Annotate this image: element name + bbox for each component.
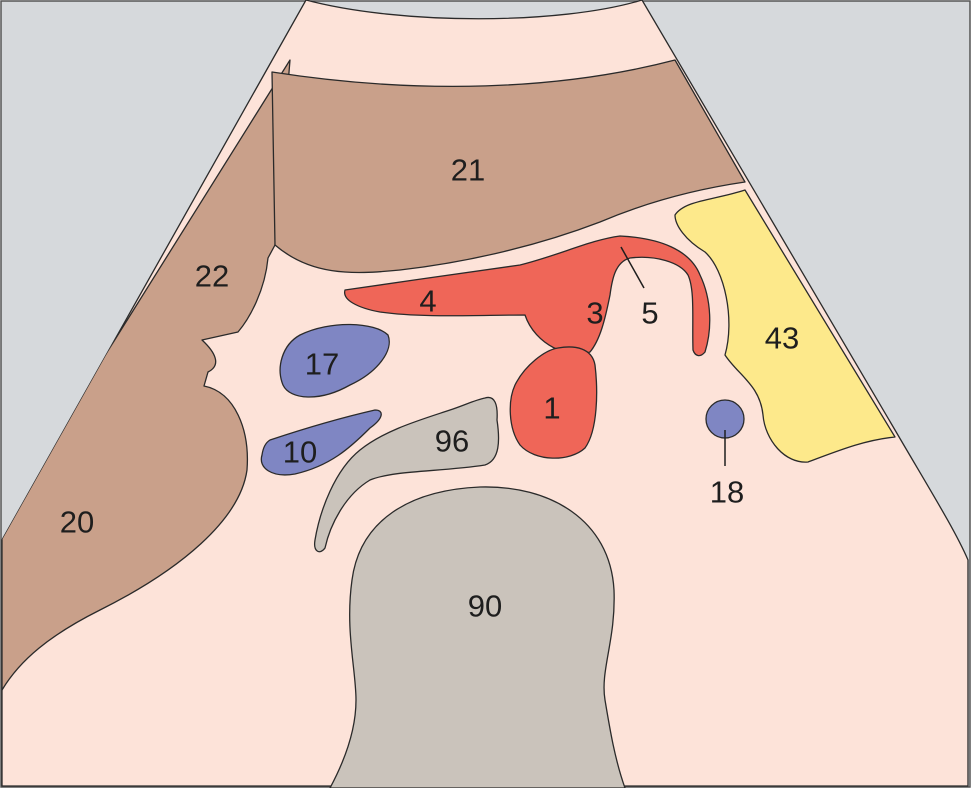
label-17: 17	[305, 347, 339, 382]
region-43	[674, 189, 896, 463]
region-90	[329, 486, 626, 788]
label-1: 1	[543, 391, 560, 426]
label-43: 43	[765, 321, 799, 356]
region-21	[271, 59, 746, 274]
label-22: 22	[195, 259, 229, 294]
label-3: 3	[586, 296, 603, 331]
region-17	[279, 323, 390, 398]
region-1	[509, 346, 598, 459]
label-21: 21	[451, 153, 485, 188]
label-20: 20	[60, 505, 94, 540]
region-10	[260, 409, 382, 476]
label-90: 90	[468, 589, 502, 624]
region-96	[314, 396, 500, 553]
label-96: 96	[435, 424, 469, 459]
leader-line-5	[620, 246, 645, 289]
region-4-3-5	[344, 235, 711, 357]
label-4: 4	[419, 284, 436, 319]
label-10: 10	[283, 435, 317, 470]
label-5: 5	[641, 296, 658, 331]
region-20-22	[2, 59, 291, 691]
label-18: 18	[710, 475, 744, 510]
